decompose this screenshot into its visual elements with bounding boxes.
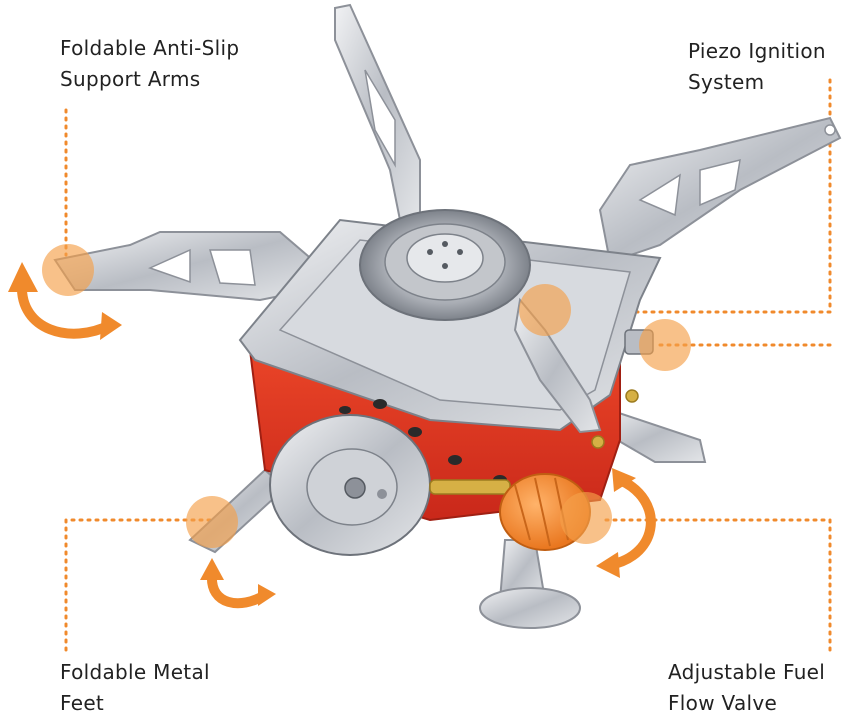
callout-label-line: Flow Valve	[668, 691, 778, 715]
leader-line-piezo-upper	[558, 78, 832, 314]
callout-label-line: Adjustable Fuel	[668, 660, 826, 684]
callout-label-metal-feet: Foldable Metal Feet	[60, 657, 210, 719]
callout-dot-icon	[519, 284, 571, 336]
support-arm-right	[598, 116, 842, 264]
curved-arrow-icon	[596, 468, 656, 578]
callout-dot-icon	[560, 492, 612, 544]
callout-label-line: Foldable Metal	[60, 660, 210, 684]
support-arm-left	[53, 231, 317, 302]
callout-dot-icon	[42, 244, 94, 296]
callout-markers	[42, 244, 691, 548]
leader-line-metal-feet	[64, 518, 217, 652]
burner-head	[359, 209, 531, 321]
callout-label-line: Foldable Anti-Slip	[60, 36, 240, 60]
callout-label-line: Support Arms	[60, 67, 201, 91]
curved-arrow-icon	[200, 558, 276, 609]
leader-line-fuel-valve	[598, 518, 832, 652]
callout-lines	[64, 78, 832, 652]
canister-connector	[269, 414, 431, 556]
callout-label-line: Feet	[60, 691, 105, 715]
curved-arrows	[8, 262, 656, 609]
support-arm-top	[334, 3, 421, 222]
callout-label-line: System	[688, 70, 765, 94]
callout-label-fuel-valve: Adjustable Fuel Flow Valve	[668, 657, 825, 719]
callout-label-piezo-ignition: Piezo Ignition System	[688, 36, 826, 98]
callout-label-support-arms: Foldable Anti-Slip Support Arms	[60, 33, 239, 95]
callout-dot-icon	[186, 496, 238, 548]
callout-dot-icon	[639, 319, 691, 371]
curved-arrow-icon	[8, 262, 122, 340]
callout-label-line: Piezo Ignition	[688, 39, 826, 63]
